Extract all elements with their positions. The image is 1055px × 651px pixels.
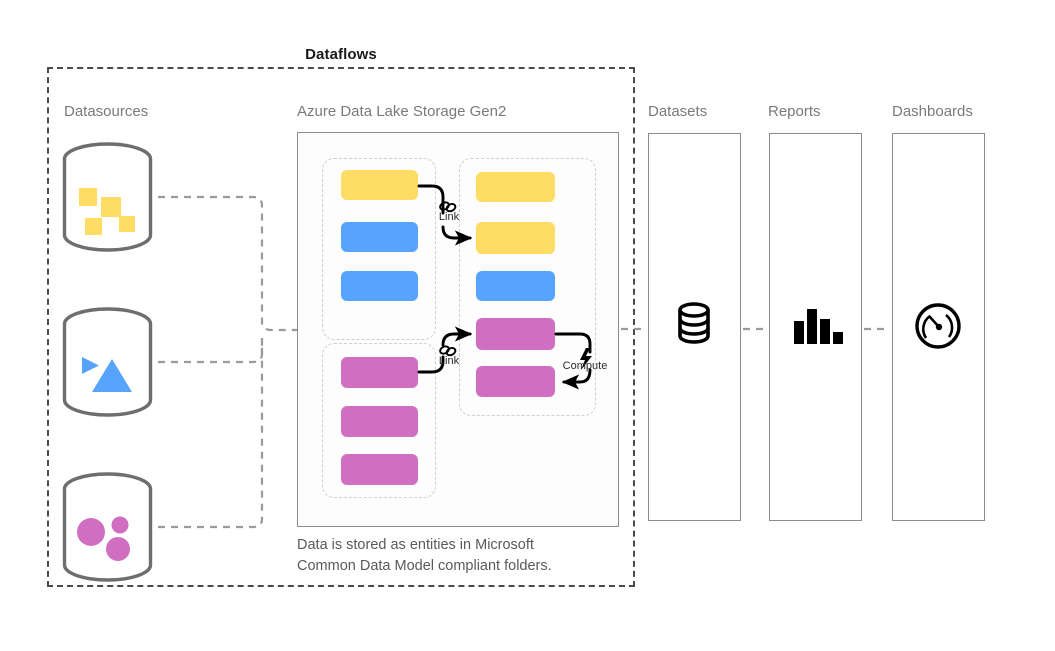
source-group-top (322, 158, 436, 340)
link-label-1: Link (438, 211, 460, 223)
column-heading-dashboards: Dashboards (892, 103, 973, 120)
gauge-icon (908, 297, 968, 355)
compute-label: Compute (562, 360, 608, 372)
lake-caption: Data is stored as entities in Microsoft … (297, 535, 627, 577)
entity-block (341, 454, 418, 485)
datasource-cylinder-blue (60, 307, 155, 417)
link-label-2: Link (438, 355, 460, 367)
square-glyph (85, 218, 102, 235)
bar-chart-icon (786, 297, 846, 355)
entity-block (341, 222, 418, 252)
lake-caption-line-1: Data is stored as entities in Microsoft (297, 537, 534, 553)
column-heading-lake: Azure Data Lake Storage Gen2 (297, 103, 507, 120)
entity-block (476, 222, 555, 254)
column-heading-reports: Reports (768, 103, 821, 120)
entity-block (476, 318, 555, 350)
circle-glyph (111, 516, 129, 534)
entity-block (341, 406, 418, 437)
dataflows-title: Dataflows (305, 46, 377, 63)
lake-caption-line-2: Common Data Model compliant folders. (297, 558, 552, 575)
entity-block (476, 271, 555, 301)
dataflows-boundary-box (47, 67, 635, 587)
circle-glyph (77, 518, 105, 546)
entity-block (341, 271, 418, 301)
triangle-right-glyph (82, 357, 99, 374)
source-group-bottom (322, 343, 436, 498)
triangle-up-glyph (92, 359, 132, 392)
entity-group (459, 158, 596, 416)
square-glyph (79, 188, 97, 206)
square-glyph (101, 197, 121, 217)
database-icon (664, 297, 724, 355)
column-heading-datasets: Datasets (648, 103, 708, 120)
circle-glyph (106, 537, 130, 561)
square-glyph (119, 216, 135, 232)
entity-block (476, 366, 555, 397)
datasource-cylinder-yellow (60, 142, 155, 252)
entity-block (476, 172, 555, 202)
entity-block (341, 357, 418, 388)
column-heading-datasources: Datasources (64, 103, 149, 120)
datasource-cylinder-pink (60, 472, 155, 582)
entity-block (341, 170, 418, 200)
datasets-column-box (648, 133, 741, 521)
